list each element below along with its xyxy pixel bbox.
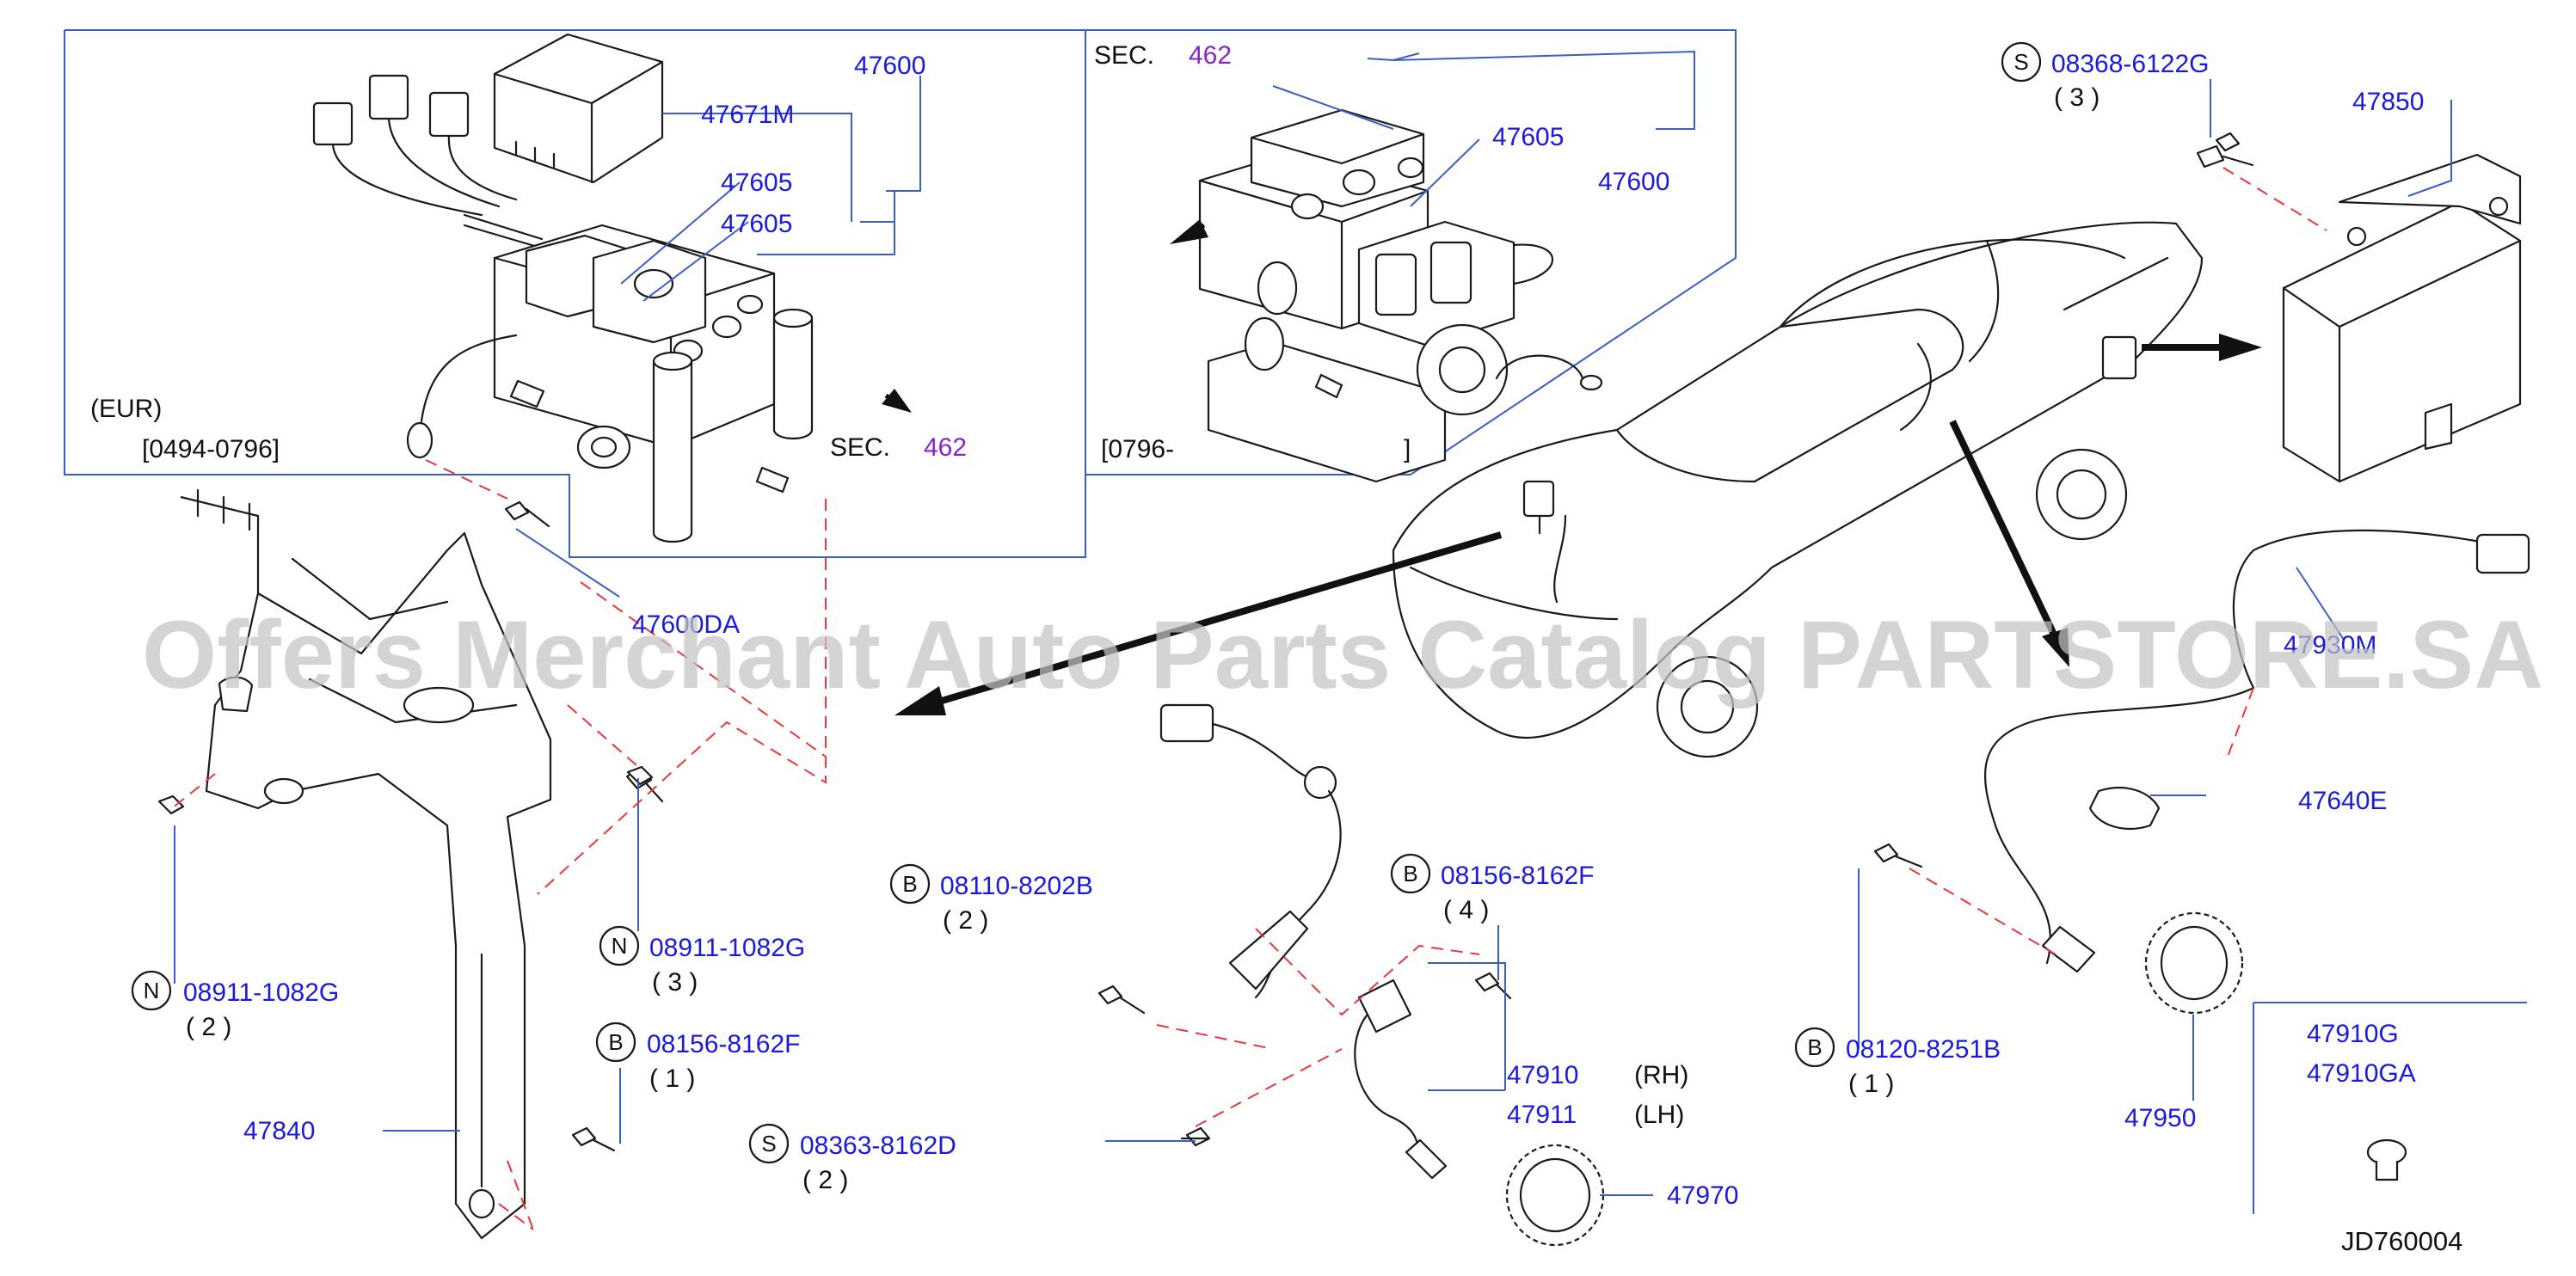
section-ref-left[interactable]: SEC. 462 — [830, 433, 967, 462]
part-label[interactable]: 47910 — [1507, 1061, 1578, 1089]
quantity-label: ( 1 ) — [649, 1064, 695, 1093]
region-label: (EUR) — [90, 395, 162, 423]
vehicle-drawing — [1392, 221, 2204, 758]
dashed-assembly-lines — [171, 167, 2327, 1230]
part-label[interactable]: 47600 — [1598, 168, 1669, 196]
part-label[interactable]: 08911-1082G — [183, 978, 339, 1007]
abs-actuator-late-drawing — [1198, 108, 1603, 483]
fastener-type-badge: B — [1403, 861, 1417, 886]
part-labels: 47600 47671M 47605 47605 47605 47600 S 0… — [131, 41, 2424, 1210]
section-references: SEC. 462 SEC. 462 — [830, 41, 1232, 462]
part-callout-bolt[interactable]: B 08110-8202B ( 2 ) — [889, 863, 1093, 935]
part-label[interactable]: 08120-8251B — [1846, 1035, 2001, 1064]
part-callout-sensor[interactable]: 47911 (LH) — [1507, 1101, 1684, 1129]
quantity-label: ( 3 ) — [652, 968, 698, 997]
direction-arrows — [882, 219, 2262, 715]
date-range-right-end: ] — [1404, 435, 1411, 463]
part-label[interactable]: 08156-8162F — [647, 1030, 800, 1058]
abs-control-unit-drawing — [2196, 144, 2522, 483]
part-label[interactable]: 08156-8162F — [1441, 862, 1594, 890]
quantity-label: ( 4 ) — [1443, 896, 1489, 924]
part-label[interactable]: 47950 — [2124, 1104, 2196, 1132]
section-ref-top[interactable]: SEC. 462 — [1094, 41, 1232, 70]
part-label[interactable]: 47605 — [721, 169, 792, 197]
part-label[interactable]: 47930M — [2284, 631, 2376, 659]
quantity-label: ( 3 ) — [2054, 83, 2100, 112]
date-range-right-start: [0796- — [1101, 435, 1174, 463]
date-range-left: [0494-0796] — [142, 435, 280, 463]
inset-frames — [64, 29, 2527, 1214]
fastener-type-badge: N — [612, 933, 628, 959]
part-callout-screw[interactable]: S 08363-8162D ( 2 ) — [748, 1123, 956, 1194]
section-prefix: SEC. — [1094, 41, 1154, 70]
part-label[interactable]: 08110-8202B — [940, 872, 1093, 900]
part-callout-nut[interactable]: N 08911-1082G ( 2 ) — [131, 970, 339, 1041]
side-label: (LH) — [1634, 1101, 1684, 1129]
part-label[interactable]: 08368-6122G — [2051, 50, 2210, 78]
section-prefix: SEC. — [830, 433, 890, 462]
part-callout-bolt[interactable]: B 08120-8251B ( 1 ) — [1794, 1027, 2001, 1098]
watermark: Offers Merchant Auto Parts Catalog PARTS… — [142, 601, 2543, 709]
part-label[interactable]: 47600DA — [632, 610, 740, 639]
fastener-type-badge: S — [761, 1131, 776, 1156]
part-callout-bolt[interactable]: B 08156-8162F ( 4 ) — [1390, 853, 1594, 924]
section-number[interactable]: 462 — [1189, 41, 1232, 70]
part-label[interactable]: 47850 — [2352, 88, 2424, 116]
fastener-type-badge: S — [2013, 49, 2028, 75]
bolt-drawings — [157, 132, 2241, 1152]
part-label[interactable]: 47840 — [243, 1117, 315, 1145]
fastener-type-badge: B — [902, 871, 917, 897]
part-label[interactable]: 08911-1082G — [649, 934, 805, 962]
quantity-label: ( 2 ) — [943, 906, 988, 935]
inset-notes: (EUR) [0494-0796] [0796- ] — [90, 395, 1411, 463]
part-label[interactable]: 47605 — [721, 210, 792, 238]
part-label[interactable]: 47605 — [1492, 123, 1564, 151]
part-label[interactable]: 47640E — [2298, 787, 2387, 815]
drawing-code: JD760004 — [2341, 1226, 2462, 1256]
quantity-label: ( 2 ) — [802, 1166, 848, 1194]
part-callout-sensor[interactable]: 47910 (RH) — [1507, 1061, 1688, 1089]
bracket-drawing — [180, 488, 552, 1240]
quantity-label: ( 1 ) — [1848, 1070, 1894, 1098]
sensor-drawings — [1159, 529, 2530, 1247]
part-label[interactable]: 47910G — [2307, 1020, 2399, 1048]
part-callout-bolt[interactable]: B 08156-8162F ( 1 ) — [595, 1021, 800, 1093]
abs-actuator-eur-drawing — [312, 33, 814, 543]
part-label[interactable]: 47600 — [854, 52, 925, 80]
part-label[interactable]: 47671M — [701, 101, 794, 129]
section-number[interactable]: 462 — [924, 433, 967, 462]
fastener-type-badge: N — [144, 978, 160, 1003]
part-label[interactable]: 47911 — [1507, 1101, 1577, 1129]
part-callout-bolt[interactable]: S 08368-6122G ( 3 ) — [2001, 41, 2210, 112]
part-label[interactable]: 08363-8162D — [800, 1132, 956, 1160]
fastener-type-badge: B — [608, 1029, 623, 1055]
quantity-label: ( 2 ) — [186, 1013, 231, 1041]
leader-lines — [174, 50, 2452, 1196]
part-callout-nut[interactable]: N 08911-1082G ( 3 ) — [599, 925, 805, 997]
part-label[interactable]: 47970 — [1667, 1181, 1738, 1210]
part-label[interactable]: 47910GA — [2307, 1059, 2416, 1088]
fastener-type-badge: B — [1807, 1034, 1822, 1060]
side-label: (RH) — [1634, 1061, 1688, 1089]
